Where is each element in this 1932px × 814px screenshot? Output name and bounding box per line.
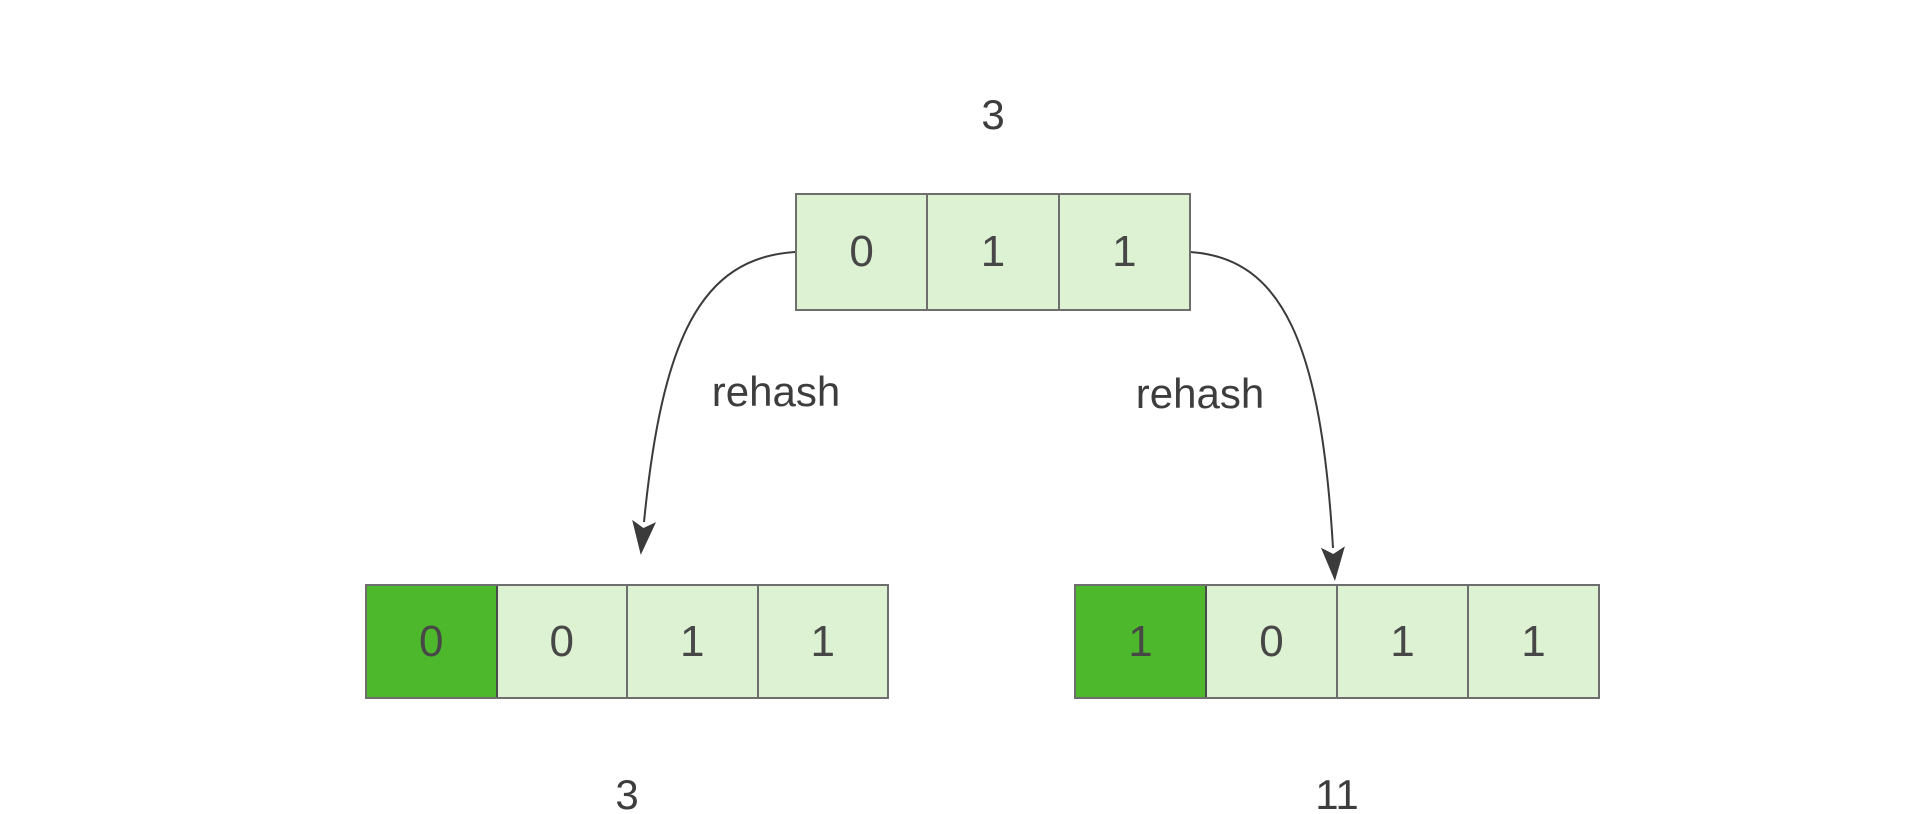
array-cell: 0: [1207, 586, 1338, 697]
right-array-label: 11: [1315, 771, 1359, 814]
array-cell: 0: [797, 195, 929, 309]
rehash-label-right: rehash: [1135, 370, 1265, 417]
array-cell: 1: [758, 586, 887, 697]
array-cell: 1: [628, 586, 759, 697]
top-array-label: 3: [981, 91, 1005, 138]
array-cell: 1: [1059, 195, 1189, 309]
array-cell: 1: [1469, 586, 1598, 697]
array-cell: 1: [1338, 586, 1469, 697]
left-array-label: 3: [615, 771, 639, 814]
array-cell-highlighted: 1: [1076, 586, 1207, 697]
array-cell: 0: [497, 586, 628, 697]
array-cell: 1: [928, 195, 1060, 309]
rehash-label-left: rehash: [711, 368, 841, 415]
array-cell-highlighted: 0: [367, 586, 498, 697]
